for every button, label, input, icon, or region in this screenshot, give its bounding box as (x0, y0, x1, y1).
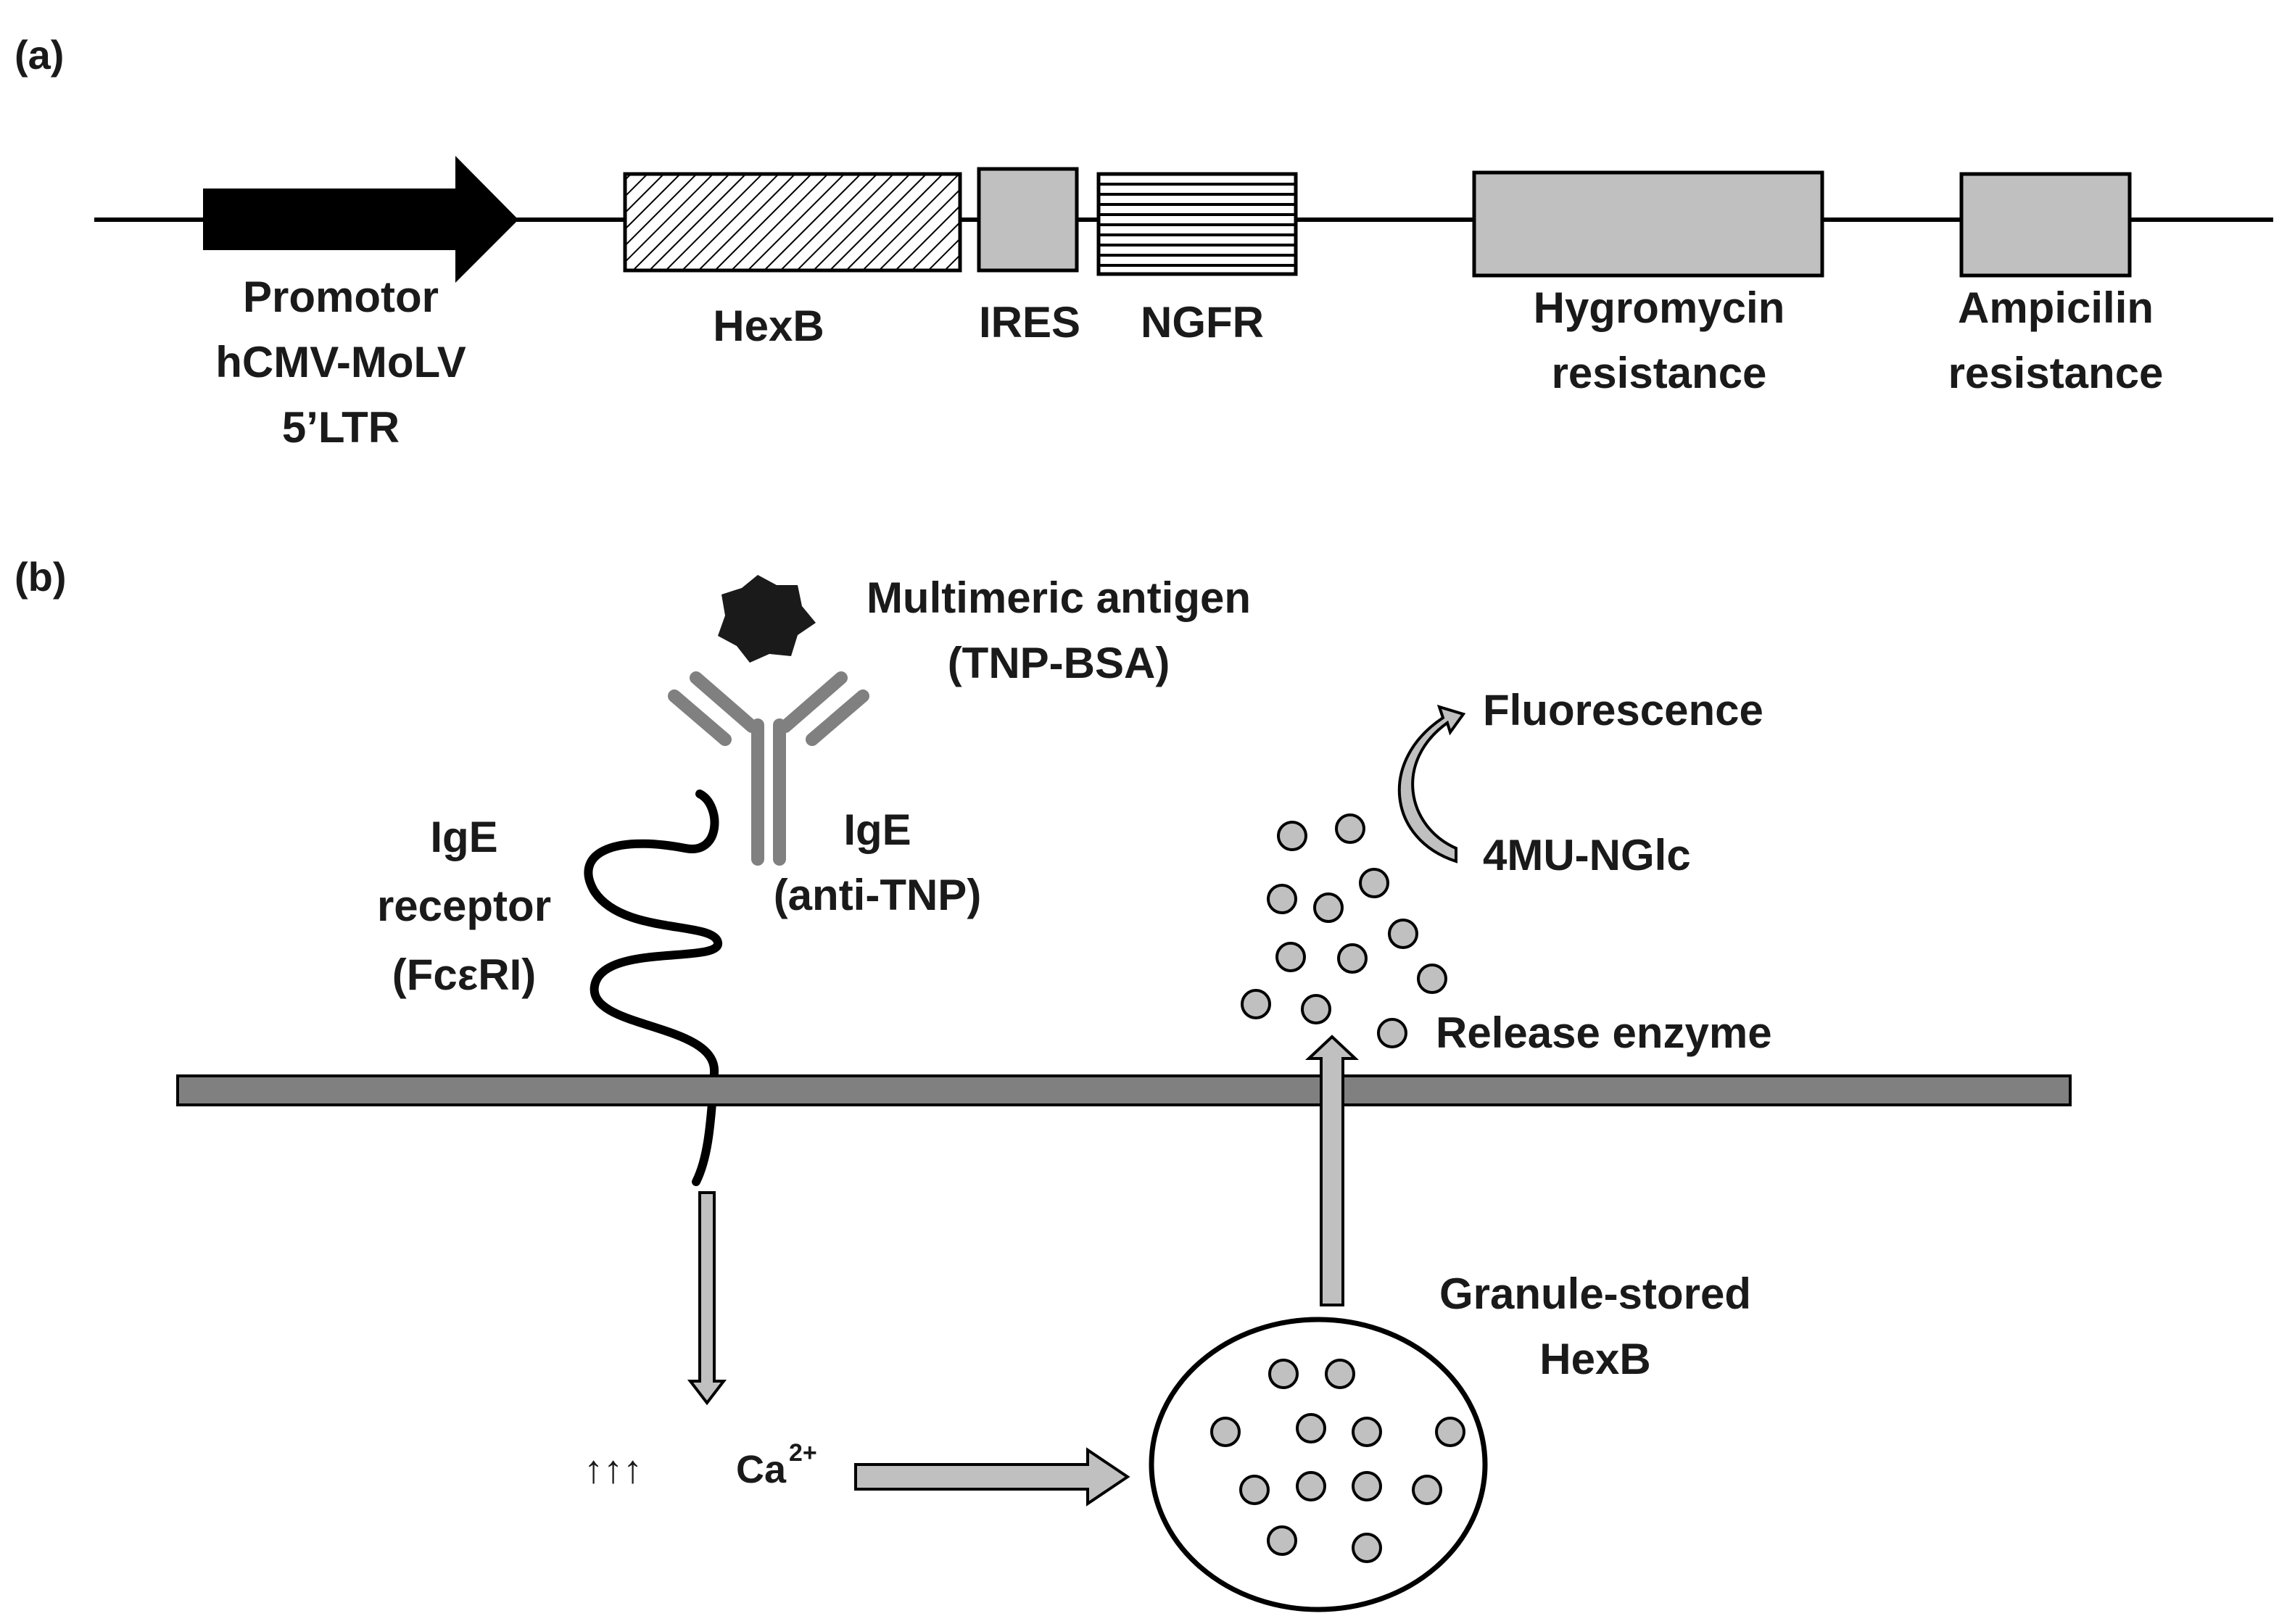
promotor-arrow (203, 156, 518, 283)
ires-label: IRES (979, 298, 1080, 347)
substrate-label: 4MU-NGlc (1483, 831, 1691, 879)
antigen-label-line2: (TNP-BSA) (948, 639, 1170, 687)
calcium-to-granule-arrow (854, 1447, 1130, 1507)
panel-a-label: (a) (15, 32, 64, 78)
signal-arrow-down (687, 1191, 727, 1406)
ampicilin-box (1959, 172, 2132, 278)
granule-label-line2: HexB (1539, 1335, 1650, 1383)
calcium-charge: 2+ (789, 1439, 817, 1467)
granule (1149, 1317, 1488, 1612)
release-enzyme-label: Release enzyme (1436, 1008, 1772, 1057)
receptor-label: IgE (430, 813, 497, 861)
granule-enzyme-dots (1210, 1359, 1465, 1563)
fluorescence-label: Fluorescence (1483, 686, 1763, 734)
ngfr-label: NGFR (1141, 298, 1264, 347)
ampicilin-label-line2: resistance (1948, 349, 2164, 397)
calcium-ion: Ca (736, 1448, 787, 1491)
released-enzyme-dots (1241, 813, 1447, 1048)
ires-box (977, 167, 1079, 273)
ige-label-line2: (anti-TNP) (774, 871, 982, 919)
promotor-label-line3: 5’LTR (282, 403, 400, 452)
panel-b-label: (b) (15, 554, 67, 600)
hygromycin-label-line2: resistance (1552, 349, 1767, 397)
ige-receptor-chain-icon (584, 790, 722, 1186)
reaction-curve-arrow (1397, 704, 1466, 863)
release-arrow-up (1304, 1035, 1360, 1306)
antigen-label: Multimeric antigen (867, 573, 1251, 622)
receptor-label-line3: (FcεRI) (392, 950, 536, 999)
promotor-label: Promotor (243, 273, 439, 321)
ige-label: IgE (843, 805, 911, 854)
antigen-star-icon (718, 575, 816, 663)
receptor-label-line2: receptor (377, 882, 551, 930)
ige-antibody-icon (668, 671, 869, 866)
calcium-arrows: ↑↑↑ (584, 1448, 642, 1491)
promotor-label-line2: hCMV-MoLV (215, 338, 466, 386)
hygromycin-label: Hygromycin (1534, 283, 1785, 332)
granule-label: Granule-stored (1439, 1269, 1751, 1318)
hexb-gene-box (623, 172, 962, 273)
ampicilin-label: Ampicilin (1958, 283, 2154, 332)
cell-membrane (176, 1074, 2072, 1106)
hygromycin-box (1472, 170, 1824, 278)
ngfr-box (1096, 172, 1298, 276)
hexb-gene-label: HexB (713, 302, 824, 350)
